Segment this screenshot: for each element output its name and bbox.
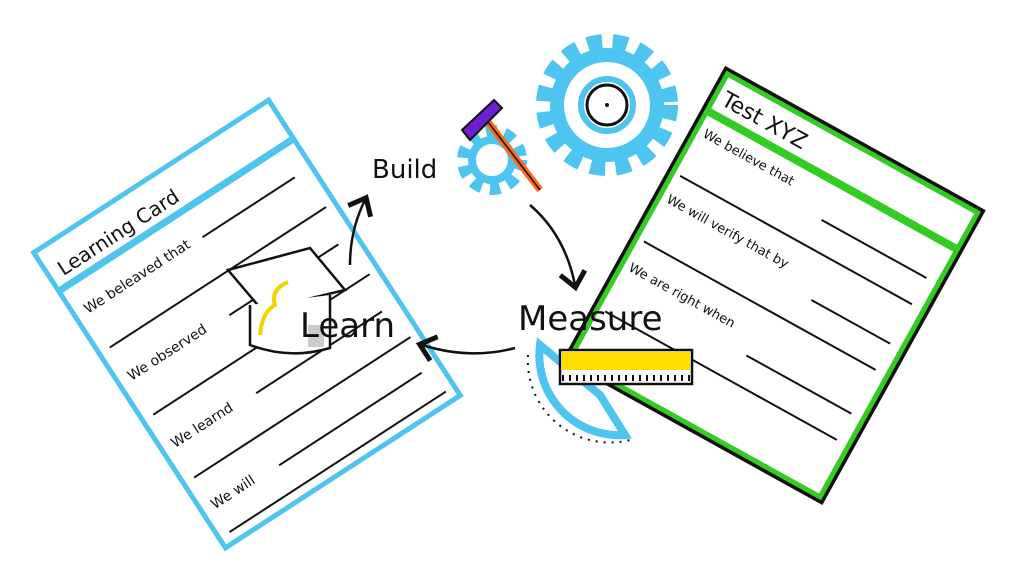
- gear-icon: [457, 125, 527, 195]
- learning-card: Learning Card We beleaved that We observ…: [30, 96, 464, 552]
- hammer-icon: [460, 98, 543, 193]
- ruler-icon: [558, 348, 694, 386]
- arrow-icon: [529, 204, 587, 292]
- arrow-icon: [415, 334, 516, 363]
- graduation-cap-icon: [225, 246, 348, 355]
- learning-card-header-divider: [56, 135, 296, 295]
- learn-label: Learn: [300, 306, 395, 346]
- arrow-icon: [347, 194, 374, 266]
- measure-label: Measure: [518, 299, 663, 339]
- test-card: Test XYZ We believe that We will verify …: [561, 65, 986, 506]
- learning-card-border: [30, 96, 464, 552]
- gear-icon: [536, 34, 678, 176]
- test-card-header-divider: [705, 107, 960, 253]
- build-label: Build: [372, 155, 437, 185]
